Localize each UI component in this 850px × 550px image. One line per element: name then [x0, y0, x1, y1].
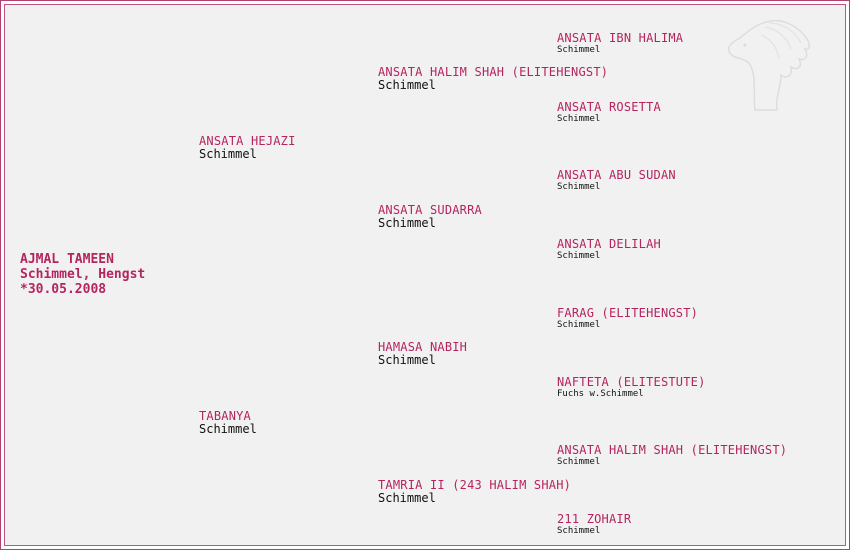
dam-sire-entry: HAMASA NABIH Schimmel [378, 340, 468, 367]
gen3-entry-5: FARAG (ELITEHENGST) Schimmel [557, 306, 699, 331]
dam-sire-color: Schimmel [378, 353, 436, 367]
sire-dam-name[interactable]: ANSATA SUDARRA [378, 203, 482, 217]
gen3-entry-2: ANSATA ROSETTA Schimmel [557, 100, 661, 125]
dam-sire-name[interactable]: HAMASA NABIH [378, 340, 468, 354]
sire-color: Schimmel [199, 147, 257, 161]
subject-color-sex: Schimmel, Hengst [20, 267, 146, 282]
dam-color: Schimmel [199, 422, 257, 436]
gen3-name[interactable]: 211 ZOHAIR [557, 512, 632, 526]
gen3-color: Schimmel [557, 320, 601, 330]
horse-head-icon [725, 15, 815, 115]
gen3-color: Schimmel [557, 251, 601, 261]
dam-dam-entry: TAMRIA II (243 HALIM SHAH) Schimmel [378, 478, 572, 505]
sire-entry: ANSATA HEJAZI Schimmel [199, 134, 296, 161]
gen3-color: Schimmel [557, 45, 601, 55]
gen3-name[interactable]: NAFTETA (ELITESTUTE) [557, 375, 706, 389]
sire-sire-entry: ANSATA HALIM SHAH (ELITEHENGST) Schimmel [378, 65, 609, 92]
subject-horse: AJMAL TAMEEN Schimmel, Hengst *30.05.200… [20, 252, 145, 297]
dam-name[interactable]: TABANYA [199, 409, 251, 423]
gen3-color: Schimmel [557, 182, 601, 192]
sire-sire-name[interactable]: ANSATA HALIM SHAH (ELITEHENGST) [378, 65, 609, 79]
gen3-name[interactable]: ANSATA ROSETTA [557, 100, 661, 114]
gen3-name[interactable]: ANSATA DELILAH [557, 237, 661, 251]
gen3-color: Schimmel [557, 457, 601, 467]
sire-sire-color: Schimmel [378, 78, 436, 92]
gen3-name[interactable]: ANSATA ABU SUDAN [557, 168, 676, 182]
dam-dam-color: Schimmel [378, 491, 436, 505]
gen3-name[interactable]: ANSATA IBN HALIMA [557, 31, 684, 45]
sire-name[interactable]: ANSATA HEJAZI [199, 134, 296, 148]
gen3-color: Schimmel [557, 114, 601, 124]
gen3-entry-4: ANSATA DELILAH Schimmel [557, 237, 661, 262]
gen3-entry-6: NAFTETA (ELITESTUTE) Fuchs w.Schimmel [557, 375, 706, 400]
gen3-name[interactable]: ANSATA HALIM SHAH (ELITEHENGST) [557, 443, 788, 457]
gen3-entry-3: ANSATA ABU SUDAN Schimmel [557, 168, 676, 193]
gen3-entry-8: 211 ZOHAIR Schimmel [557, 512, 632, 537]
gen3-color: Schimmel [557, 526, 601, 536]
sire-dam-color: Schimmel [378, 216, 436, 230]
dam-entry: TABANYA Schimmel [199, 409, 257, 436]
gen3-color: Fuchs w.Schimmel [557, 389, 644, 399]
dam-dam-name[interactable]: TAMRIA II (243 HALIM SHAH) [378, 478, 572, 492]
gen3-entry-1: ANSATA IBN HALIMA Schimmel [557, 31, 684, 56]
subject-name: AJMAL TAMEEN [20, 252, 114, 267]
subject-birth-date: *30.05.2008 [20, 282, 107, 297]
sire-dam-entry: ANSATA SUDARRA Schimmel [378, 203, 482, 230]
gen3-entry-7: ANSATA HALIM SHAH (ELITEHENGST) Schimmel [557, 443, 788, 468]
pedigree-panel: AJMAL TAMEEN Schimmel, Hengst *30.05.200… [4, 4, 846, 546]
gen3-name[interactable]: FARAG (ELITEHENGST) [557, 306, 699, 320]
